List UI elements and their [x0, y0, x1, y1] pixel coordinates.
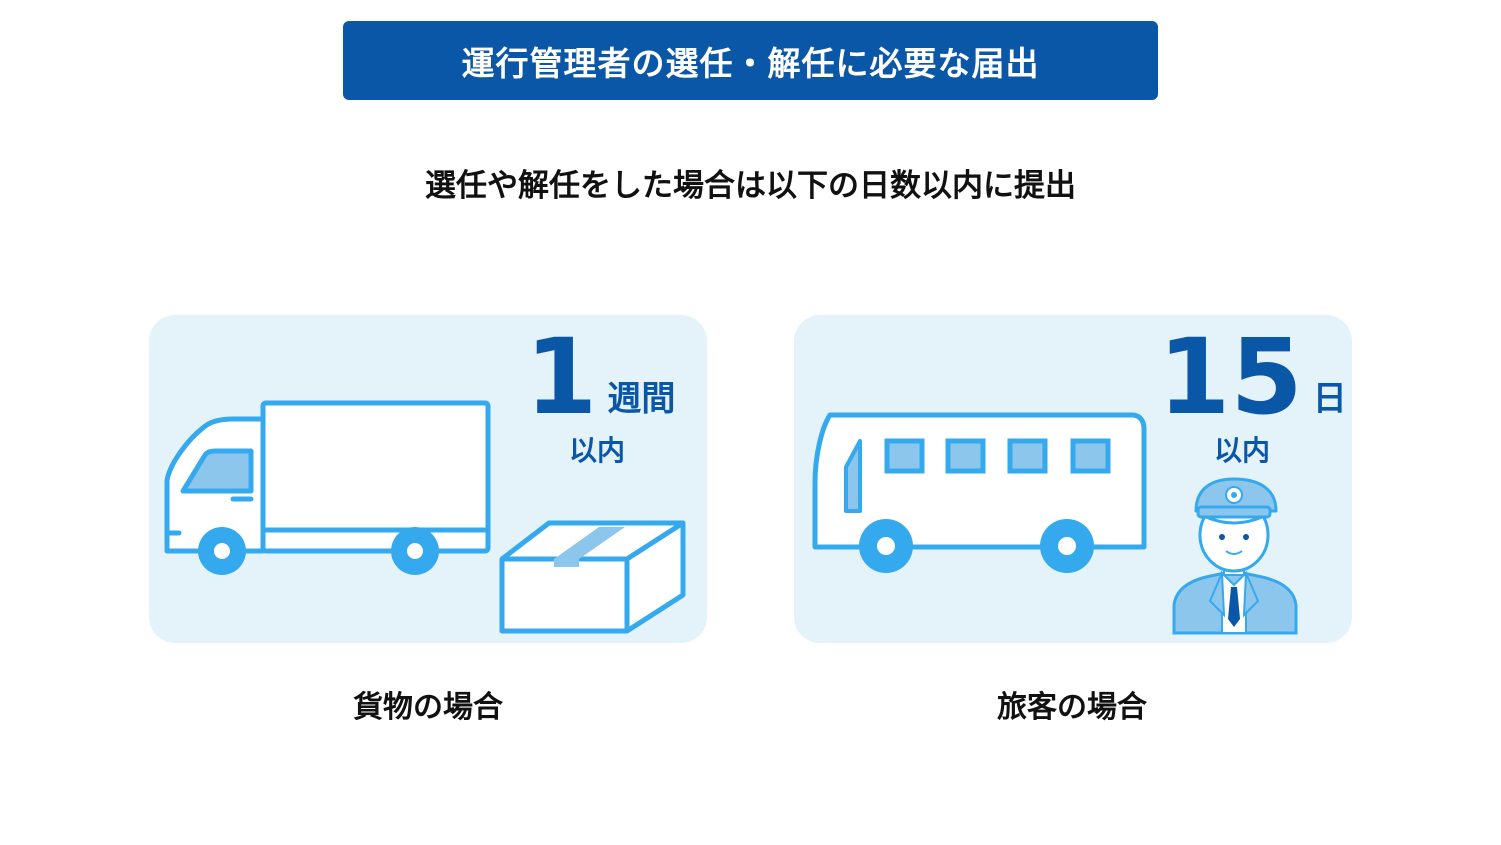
cargo-period-unit: 週間	[607, 379, 676, 419]
driver-icon	[1172, 477, 1298, 635]
cargo-panel: 1 週間 以内	[149, 315, 707, 643]
cargo-period-number: 1	[525, 316, 598, 438]
subtitle: 選任や解任をした場合は以下の日数以内に提出	[425, 168, 1076, 204]
passenger-within: 以内	[1214, 434, 1271, 467]
title-banner: 運行管理者の選任・解任に必要な届出	[343, 21, 1158, 100]
truck-icon	[164, 400, 491, 575]
passenger-panel: 15 日 以内	[794, 315, 1352, 643]
passenger-period-unit: 日	[1312, 379, 1347, 419]
cargo-within: 以内	[569, 434, 626, 467]
page-title: 運行管理者の選任・解任に必要な届出	[461, 43, 1040, 83]
cardboard-box-icon	[499, 520, 686, 634]
passenger-period-number: 15	[1158, 316, 1303, 438]
passenger-period: 15 日	[1158, 316, 1347, 438]
cargo-period: 1 週間	[525, 316, 676, 438]
bus-icon	[812, 412, 1147, 573]
cargo-caption: 貨物の場合	[353, 690, 503, 725]
passenger-caption: 旅客の場合	[997, 690, 1147, 725]
